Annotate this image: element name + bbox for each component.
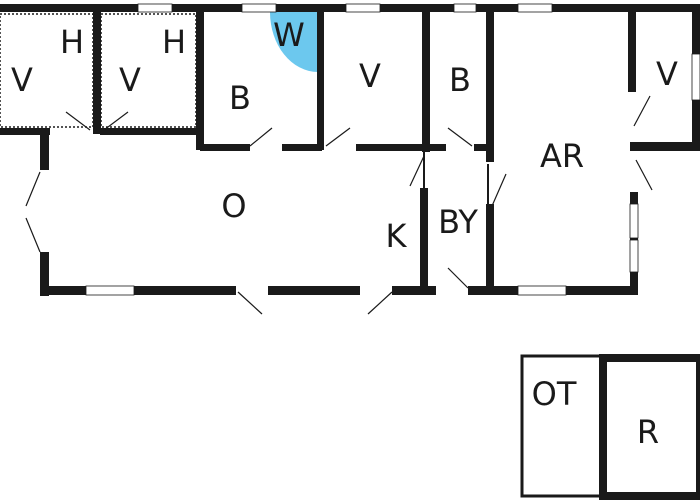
wall-b2-bottom-b (474, 144, 492, 151)
wall-ar-right-top (628, 10, 636, 92)
wall-b1-bottom-b (282, 144, 322, 151)
door-by (447, 267, 469, 289)
door-v2 (103, 111, 129, 131)
window-v4-right (691, 53, 700, 101)
wall-o-left-bottom (40, 252, 49, 296)
room-label-b2: B (449, 61, 471, 99)
door-v3 (325, 127, 351, 147)
room-label-r: R (637, 413, 659, 451)
wall-b2-bottom (426, 144, 446, 151)
wall-v4-right-low (692, 100, 700, 150)
window-bottom-2 (517, 285, 567, 296)
door-b1 (249, 127, 273, 147)
window-top-3 (345, 3, 381, 13)
door-k (409, 155, 425, 187)
wall-v3-b2 (422, 12, 430, 152)
wall-v4-right (692, 10, 700, 54)
room-label-h1: H (60, 23, 84, 61)
wall-bottom-3 (392, 286, 436, 295)
door-o-left-2 (25, 217, 41, 253)
door-bottom-1 (237, 291, 263, 315)
wall-bottom-1 (40, 286, 236, 295)
door-right (635, 159, 653, 191)
window-top-2 (241, 3, 277, 13)
window-top-1 (137, 3, 173, 13)
room-label-v4: V (656, 55, 678, 93)
outbuilding-r (599, 354, 700, 500)
room-label-v1: V (11, 61, 33, 99)
wall-bottom-2 (268, 286, 360, 295)
room-label-v2: V (119, 61, 141, 99)
wall-b1-bottom-a (200, 144, 250, 151)
room-label-by: BY (438, 203, 478, 241)
window-right-2 (629, 239, 639, 273)
door-bottom-2 (367, 291, 393, 315)
wall-v1-v2 (93, 12, 101, 134)
window-top-4 (453, 3, 477, 13)
wall-v3-bottom (356, 144, 428, 151)
wall-v2-b1 (196, 12, 204, 150)
wall-o-left-top (40, 128, 49, 170)
room-label-v3: V (359, 57, 381, 95)
room-label-k: K (386, 217, 408, 255)
room-label-w: W (273, 16, 305, 54)
door-v1 (65, 111, 91, 131)
door-b2 (447, 127, 473, 147)
door-ar (491, 173, 507, 207)
wall-k-by (420, 188, 428, 294)
window-right-1 (629, 203, 639, 239)
room-label-b1: B (229, 79, 251, 117)
door-v4 (633, 95, 651, 127)
window-bottom-1 (85, 285, 135, 296)
room-label-o: O (221, 187, 246, 225)
room-label-h2: H (162, 23, 186, 61)
room-label-ar: AR (540, 137, 584, 175)
wall-b2-ar (486, 12, 494, 162)
wall-v2-bottom (100, 128, 204, 135)
wall-by-ar (486, 204, 494, 294)
wet-area-marker (270, 12, 318, 72)
room-label-ot: OT (532, 375, 577, 413)
wall-v4-bottom (630, 142, 700, 151)
wall-b1-v3 (317, 12, 324, 150)
window-top-5 (517, 3, 553, 13)
wall-vh-bottom (0, 128, 50, 135)
door-o-left-1 (25, 171, 41, 207)
room-floor-upper (0, 10, 700, 292)
